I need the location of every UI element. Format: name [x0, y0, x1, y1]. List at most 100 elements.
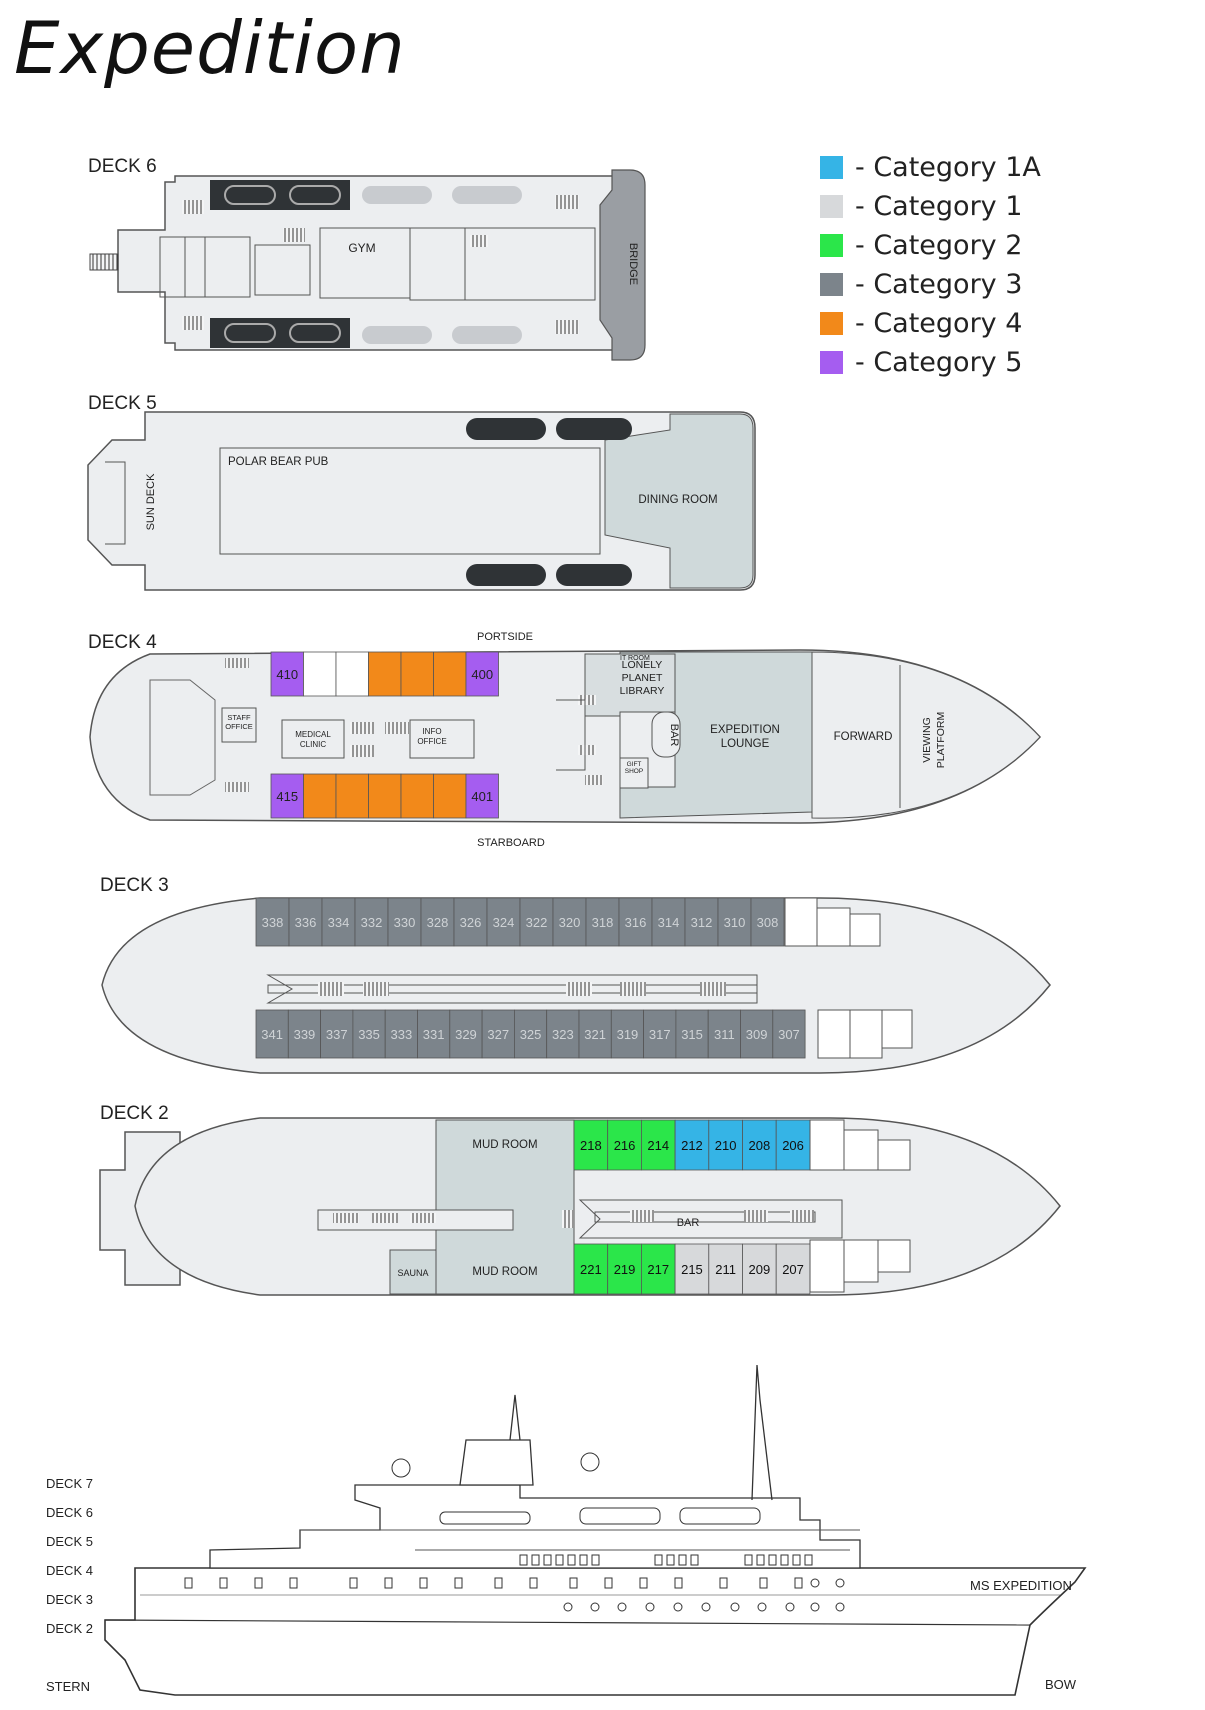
room-outline [159, 236, 206, 298]
porthole-icon [785, 1602, 795, 1612]
legend-swatch [820, 312, 843, 335]
porthole-icon [810, 1578, 820, 1588]
legend-label: - Category 4 [855, 308, 1023, 339]
cabin [585, 897, 620, 947]
lifeboat-icon [224, 323, 276, 343]
cabin-number: 312 [691, 915, 713, 930]
cabin-number: 324 [493, 915, 515, 930]
dining-room-label: DINING ROOM [638, 494, 717, 506]
gift-shop [619, 757, 649, 789]
cabin [335, 651, 369, 697]
ship-profile: DECK 7 DECK 6 DECK 5 DECK 4 DECK 3 DECK … [46, 1364, 1087, 1696]
lifeboat-icon [556, 564, 632, 586]
porthole-icon [184, 1577, 193, 1589]
stairs-icon [350, 745, 374, 757]
stairs-icon [562, 1210, 574, 1228]
cabin-number: 316 [625, 915, 647, 930]
deck-4: DECK 4 PORTSIDE STARBOARD IT ROOM LONELY… [88, 631, 1042, 849]
porthole-icon [810, 1602, 820, 1612]
sauna-label: SAUNA [397, 1268, 428, 1278]
porthole-icon [555, 1554, 564, 1566]
cabin-number: 211 [715, 1262, 736, 1277]
cabin [465, 773, 499, 819]
stairs-icon [620, 982, 646, 996]
porthole-icon [591, 1554, 600, 1566]
deck-3-title: DECK 3 [100, 875, 169, 896]
cabin [321, 897, 356, 947]
cabin [573, 1119, 609, 1171]
porthole-icon [254, 1577, 263, 1589]
cabin [684, 897, 719, 947]
cabin [740, 1009, 774, 1059]
porthole-icon [419, 1577, 428, 1589]
stairs-icon [578, 745, 596, 755]
storage-room [784, 897, 818, 947]
cabin-number: 328 [427, 915, 449, 930]
cabin [368, 651, 402, 697]
gift-shop-label: SHOP [625, 768, 643, 775]
porthole-icon [219, 1577, 228, 1589]
legend-swatch [820, 351, 843, 374]
viewing-platform-label: PLATFORM [935, 712, 947, 768]
porthole-icon [384, 1577, 393, 1589]
cabin [610, 1009, 644, 1059]
medical-label: MEDICAL [295, 730, 331, 739]
legend-swatch [820, 273, 843, 296]
cabin [417, 1009, 451, 1059]
forward-area [811, 651, 1041, 819]
storage-room [843, 1239, 879, 1283]
profile-deck-label: DECK 3 [46, 1592, 93, 1607]
stairs-icon [333, 1213, 359, 1223]
porthole-icon [792, 1554, 801, 1566]
bridge-label: BRIDGE [627, 243, 639, 285]
cabin [573, 1243, 609, 1295]
lifeboat-icon [579, 1507, 661, 1525]
storage-room [881, 1009, 913, 1049]
stairs-icon [372, 1213, 398, 1223]
lounge-label: LOUNGE [721, 738, 770, 750]
porthole-icon [519, 1554, 528, 1566]
cabin-number: 212 [681, 1138, 703, 1153]
corridor-outline [578, 1199, 843, 1239]
storage-room [849, 913, 881, 947]
ship-name: MS EXPEDITION [970, 1578, 1072, 1593]
portside-label: PORTSIDE [477, 631, 533, 643]
cabin-number: 401 [471, 789, 493, 804]
lifeboat-icon [210, 318, 350, 348]
cabin-number: 207 [782, 1262, 804, 1277]
cabin [433, 773, 467, 819]
stairs-icon [182, 316, 204, 330]
cabin-number: 323 [552, 1027, 574, 1042]
legend-item-category-4: - Category 4 [820, 304, 1041, 343]
profile-windows [184, 1554, 845, 1612]
cabin-number: 341 [261, 1027, 283, 1042]
stairs-icon [385, 722, 409, 734]
medical-label: CLINIC [300, 740, 326, 749]
porthole-icon [645, 1602, 655, 1612]
porthole-icon [835, 1578, 845, 1588]
cabin-number: 309 [746, 1027, 768, 1042]
deck-4-starboard-cabins: 415 401 [270, 773, 499, 819]
cabin-number: 318 [592, 915, 614, 930]
mud-room-area [435, 1119, 575, 1295]
bar-counter [651, 711, 681, 758]
staff-office [221, 707, 257, 743]
deck-5: DECK 5 DINING ROOM SUN DECK POLAR BEAR P… [87, 393, 756, 591]
storage-room [809, 1119, 845, 1171]
cabin-number: 336 [295, 915, 317, 930]
storage-room [817, 1009, 851, 1059]
info-office-label: OFFICE [417, 737, 446, 746]
cabin-number: 335 [358, 1027, 380, 1042]
stairs-icon [182, 200, 204, 214]
profile-deck-label: DECK 7 [46, 1476, 93, 1491]
sauna-room [389, 1249, 437, 1295]
legend-item-category-5: - Category 5 [820, 343, 1041, 382]
cabin [384, 1009, 418, 1059]
cabin [486, 897, 521, 947]
cabin-number: 415 [276, 789, 298, 804]
porthole-icon [529, 1577, 538, 1589]
porthole-icon [674, 1577, 683, 1589]
porthole-icon [666, 1554, 675, 1566]
